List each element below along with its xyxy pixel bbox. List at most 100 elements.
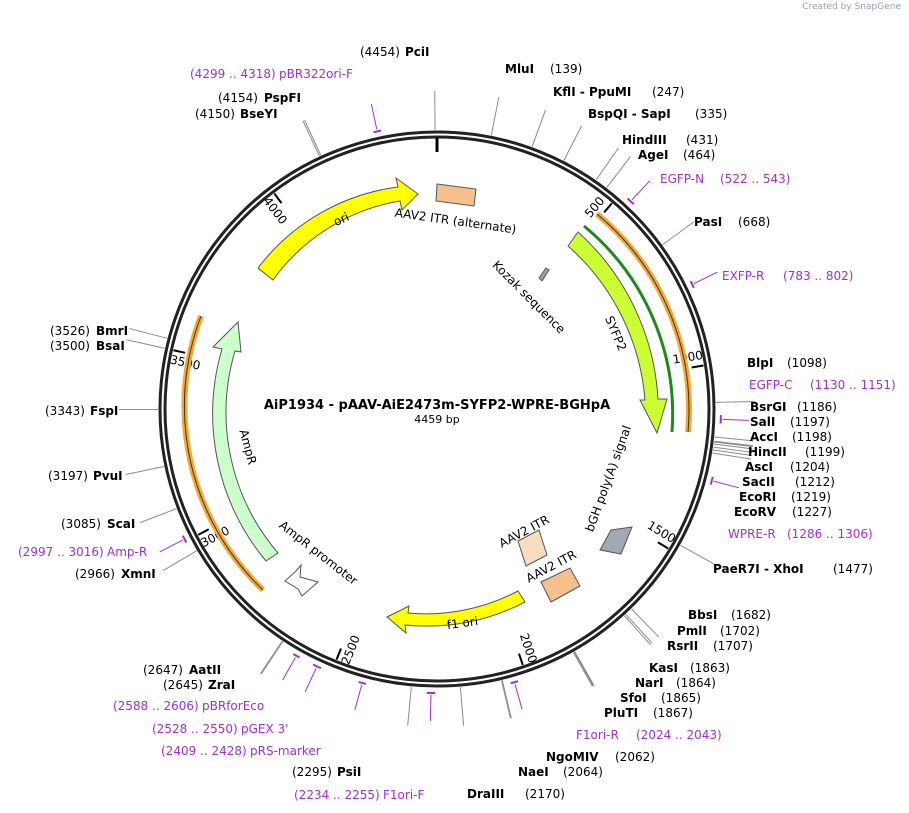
primer-name[interactable]: WPRE-R	[728, 527, 776, 541]
primer-name[interactable]: pBR322ori-F	[279, 67, 353, 81]
site-leader	[712, 452, 752, 460]
ori-feature-arrow[interactable]	[257, 176, 419, 281]
site-name[interactable]: EcoRV	[734, 505, 777, 519]
site-name[interactable]: BsrGI	[750, 400, 787, 414]
plasmid-title: AiP1934 - pAAV-AiE2473m-SYFP2-WPRE-BGHpA	[264, 398, 610, 413]
aav2-itr-alternate-box[interactable]	[435, 183, 477, 207]
bgh-polya-box[interactable]	[599, 526, 633, 555]
site-name[interactable]: HincII	[748, 445, 787, 459]
site-name[interactable]: BlpI	[747, 356, 773, 370]
site-name[interactable]: DraIII	[467, 787, 504, 801]
primer-marks	[159, 103, 749, 721]
site-pos: (3343)	[45, 404, 85, 418]
site-name[interactable]: AscI	[745, 460, 773, 474]
site-name[interactable]: NarI	[635, 676, 664, 690]
aav2-itr-box-1[interactable]	[517, 529, 548, 567]
site-pos: (1098)	[787, 356, 827, 370]
syfp2-inner-orf-arc	[583, 224, 675, 433]
site-pos: (2064)	[563, 765, 603, 779]
f1-ori-label: f1 ori	[446, 614, 479, 632]
primer-name[interactable]: EGFP-C	[749, 378, 792, 392]
tick-mark	[273, 192, 283, 204]
site-leader	[623, 615, 651, 645]
site-name[interactable]: RsrII	[667, 639, 698, 653]
site-pos: (335)	[695, 107, 727, 121]
site-name[interactable]: BseYI	[240, 107, 278, 121]
tick-mark	[518, 653, 524, 666]
site-pos: (3526)	[50, 324, 90, 338]
site-name[interactable]: MluI	[505, 62, 534, 76]
primer-leader	[159, 539, 184, 553]
site-leader	[713, 443, 753, 450]
site-name[interactable]: AatII	[189, 663, 221, 677]
site-name[interactable]: PasI	[694, 215, 722, 229]
primer-range: (783 .. 802)	[783, 269, 853, 283]
site-name[interactable]: SacII	[742, 475, 775, 489]
primer-name[interactable]: EXFP-R	[722, 269, 764, 283]
f1-ori-feature-arrow[interactable]	[386, 590, 526, 635]
site-name[interactable]: SfoI	[620, 691, 647, 705]
site-name[interactable]: PspFI	[264, 91, 301, 105]
site-name[interactable]: NgoMIV	[546, 750, 599, 764]
site-name[interactable]: SalI	[750, 415, 775, 429]
site-leader	[125, 465, 165, 475]
site-pos: (1198)	[792, 430, 832, 444]
primer-name[interactable]: F1ori-F	[383, 788, 424, 802]
primer-range: (2588 .. 2606)	[113, 699, 199, 713]
site-pos: (1186)	[797, 400, 837, 414]
primer-name[interactable]: pBRforEco	[202, 699, 264, 713]
site-name[interactable]: BsaI	[96, 339, 125, 353]
site-name[interactable]: ScaI	[107, 517, 135, 531]
ampr-feature-arrow[interactable]	[212, 320, 279, 562]
site-name[interactable]: ZraI	[208, 678, 235, 692]
site-pos: (2645)	[163, 678, 203, 692]
primer-range: (2409 .. 2428)	[161, 744, 247, 758]
primer-name[interactable]: pGEX 3'	[241, 722, 288, 736]
site-pos: (1864)	[676, 676, 716, 690]
syfp2-feature-arrow[interactable]	[567, 231, 668, 435]
site-leader	[260, 640, 283, 674]
primer-leader	[631, 180, 651, 201]
site-name[interactable]: PciI	[405, 45, 430, 59]
primer-name[interactable]: Amp-R	[107, 545, 147, 559]
primer-name[interactable]: F1ori-R	[576, 728, 619, 742]
site-name[interactable]: PsiI	[337, 765, 361, 779]
site-name[interactable]: KflI - PpuMI	[553, 85, 631, 99]
site-name[interactable]: PmlI	[677, 624, 707, 638]
site-name[interactable]: FspI	[90, 404, 118, 418]
site-name[interactable]: PluTI	[604, 706, 638, 720]
site-name[interactable]: NaeI	[518, 765, 549, 779]
primer-name[interactable]: pRS-marker	[250, 744, 321, 758]
bgh-polya-label: bGH poly(A) signal	[583, 424, 634, 534]
site-leader	[563, 125, 583, 161]
site-name[interactable]: AgeI	[638, 148, 668, 162]
site-name[interactable]: BspQI - SapI	[588, 107, 671, 121]
site-name[interactable]: HindIII	[622, 133, 667, 147]
site-pos: (1204)	[790, 460, 830, 474]
site-name[interactable]: PaeR7I - XhoI	[713, 562, 804, 576]
site-name[interactable]: BbsI	[688, 608, 717, 622]
primer-name[interactable]: EGFP-N	[660, 172, 704, 186]
site-pos: (4154)	[218, 91, 258, 105]
site-name[interactable]: XmnI	[121, 567, 156, 581]
primer-range: (2997 .. 3016)	[18, 545, 104, 559]
aav2-itr-box-2[interactable]	[540, 567, 581, 603]
site-name[interactable]: EcoRI	[739, 490, 776, 504]
site-name[interactable]: KasI	[649, 661, 678, 675]
primer-mark	[626, 197, 635, 205]
ori-label: ori	[331, 210, 351, 229]
site-name[interactable]: AccI	[750, 430, 778, 444]
primer-labels: (4299 .. 4318) pBR322ori-F EGFP-N (522 .…	[18, 67, 896, 802]
site-pos: (1219)	[791, 490, 831, 504]
tick-mark	[197, 528, 210, 536]
site-leader	[715, 400, 755, 403]
ampr-promoter-arrow[interactable]	[284, 563, 320, 597]
site-pos: (3500)	[50, 339, 90, 353]
kozak-box[interactable]	[538, 267, 550, 282]
aav2-itr-alternate-label: AAV2 ITR (alternate)	[394, 206, 517, 237]
primer-leader	[282, 657, 296, 681]
site-pos: (1477)	[833, 562, 873, 576]
site-name[interactable]: PvuI	[93, 469, 123, 483]
site-name[interactable]: BmrI	[96, 324, 128, 338]
primer-mark	[510, 680, 519, 685]
